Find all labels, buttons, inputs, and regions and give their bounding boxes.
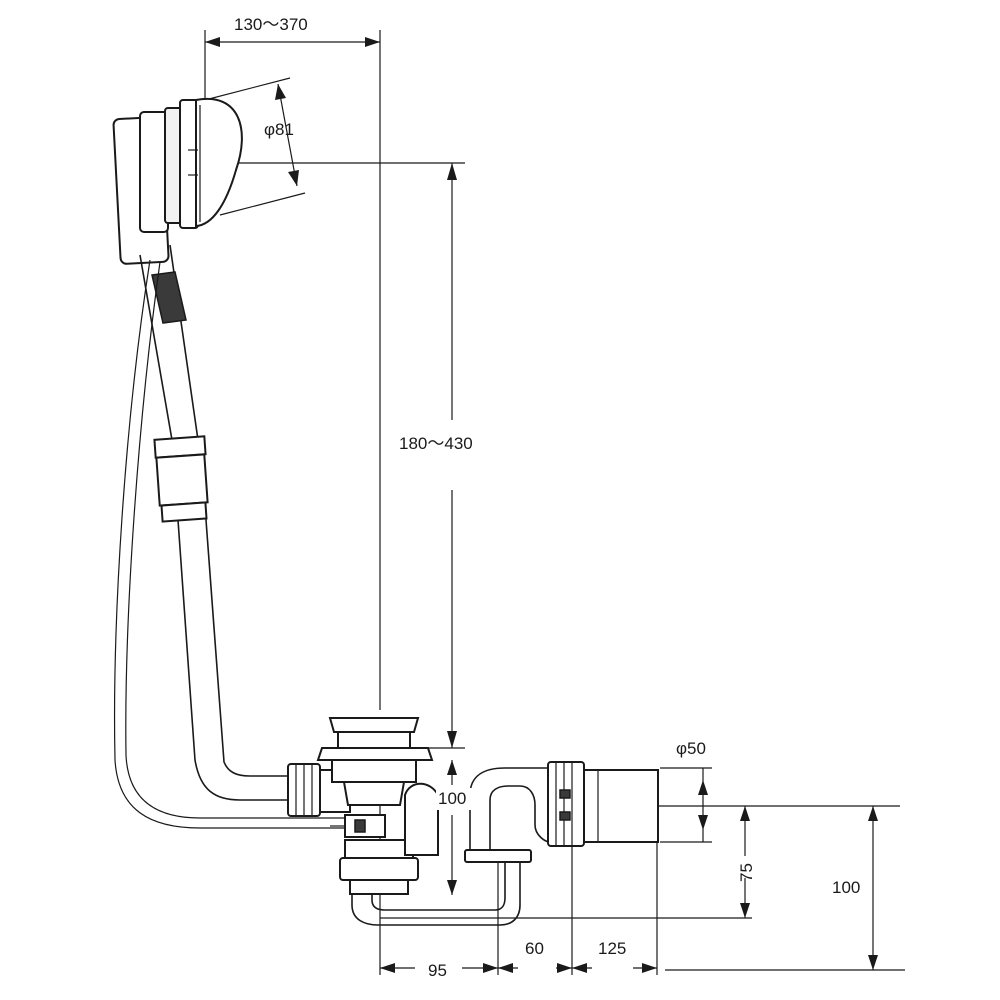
overflow-tube (113, 244, 350, 829)
dim-outlet-diameter: φ50 (676, 739, 706, 758)
dim-overflow-horizontal: 130～370 (234, 15, 308, 34)
dim-drain-height: 100 (438, 789, 466, 808)
overflow-head (112, 97, 243, 265)
dim-total-height: 100 (832, 878, 860, 897)
dimension-labels: 130～370 φ81 180～430 φ50 100 75 100 95 60… (228, 10, 872, 980)
dim-base-width-2: 60 (525, 939, 544, 958)
dim-base-width-3: 125 (598, 939, 626, 958)
drain-assembly (287, 717, 659, 926)
dim-overflow-diameter: φ81 (264, 120, 294, 139)
dim-base-width-1: 95 (428, 961, 447, 980)
dim-overflow-vertical: 180～430 (399, 434, 473, 453)
dim-outlet-height: 75 (737, 863, 756, 882)
